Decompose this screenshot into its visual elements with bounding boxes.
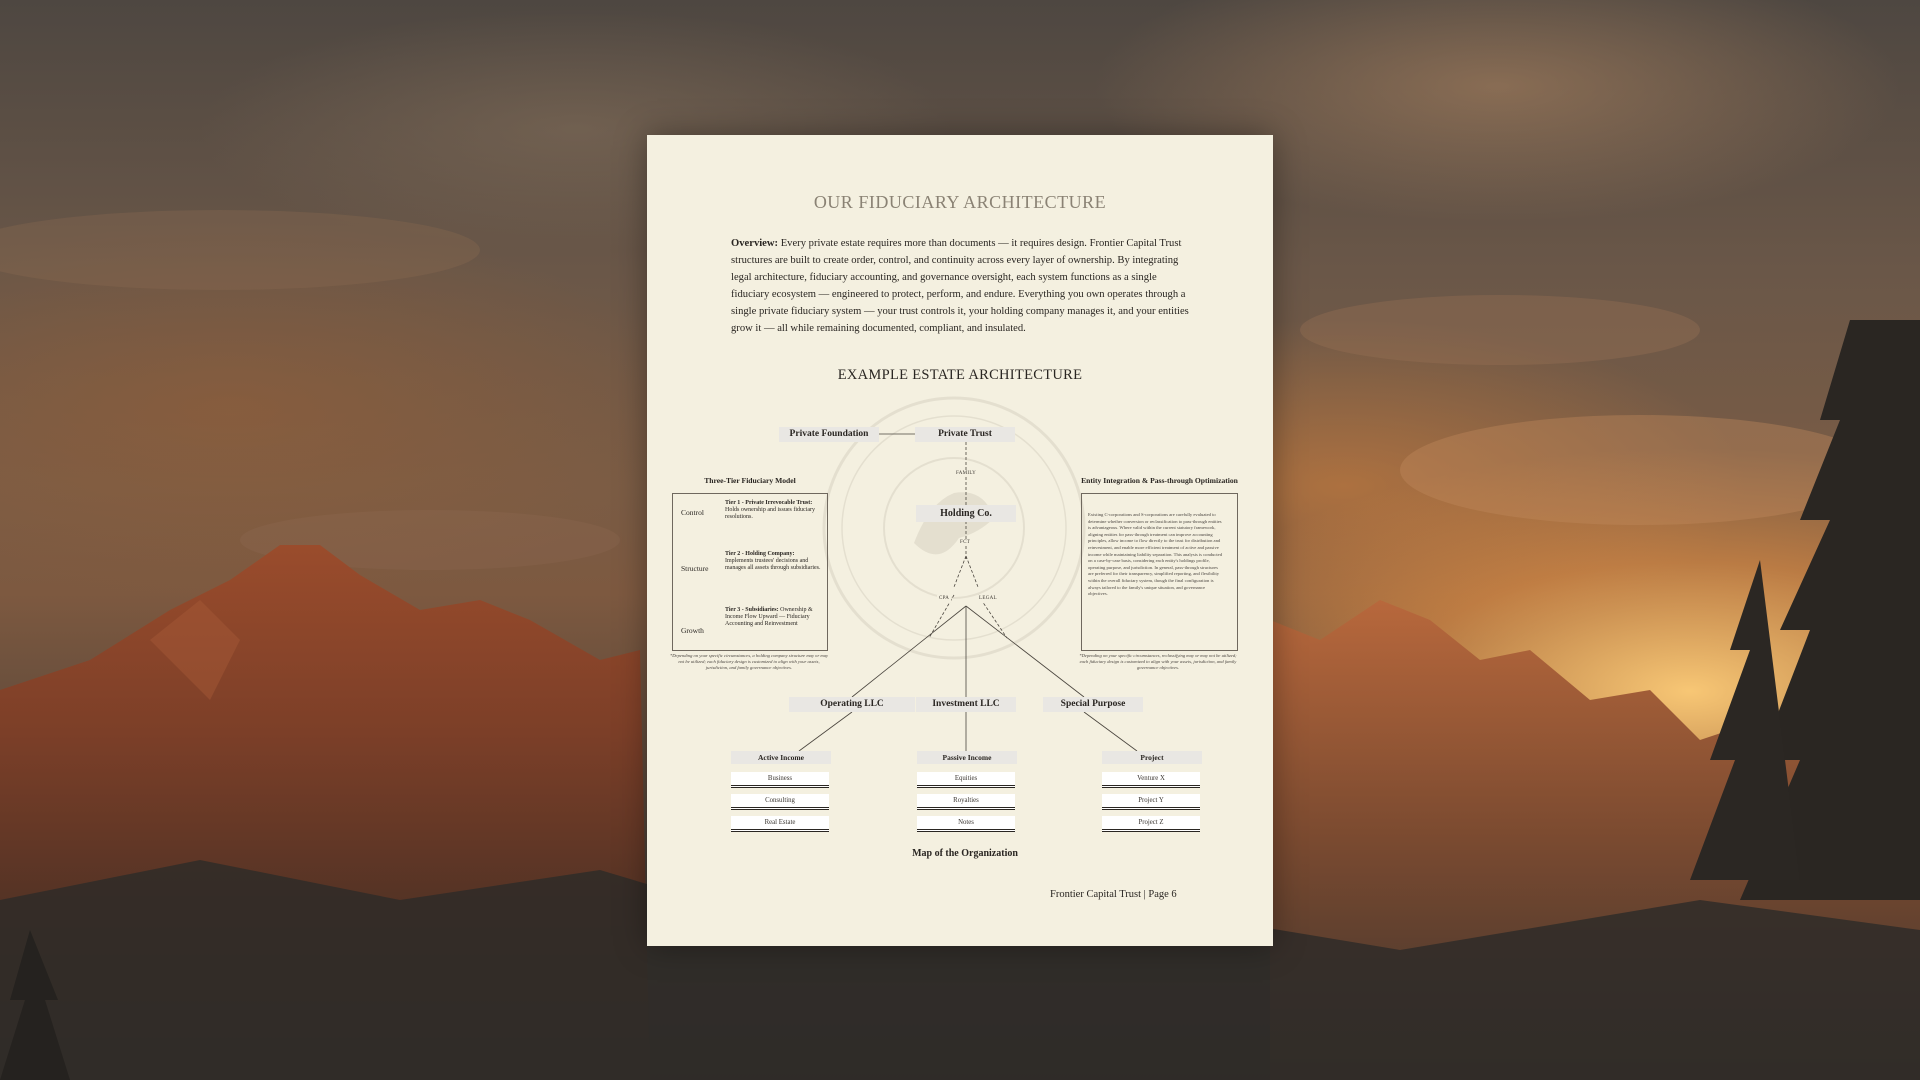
document-title: OUR FIDUCIARY ARCHITECTURE bbox=[813, 192, 1107, 212]
list-item: Business bbox=[731, 772, 829, 788]
diagram-title: EXAMPLE ESTATE ARCHITECTURE bbox=[837, 367, 1083, 383]
tier-2-name: Tier 2 - Holding Company: bbox=[725, 551, 795, 557]
tier-1-desc: Holds ownership and issues fiduciary res… bbox=[725, 507, 815, 520]
tier-model-title: Three-Tier Fiduciary Model bbox=[704, 476, 796, 485]
tier-label-structure: Structure bbox=[681, 564, 709, 573]
holding-co-box: Holding Co. bbox=[916, 505, 1016, 522]
tier-3-desc: Ownership & Income Flow Upward — Fiducia… bbox=[725, 607, 813, 627]
tier-label-control: Control bbox=[681, 508, 704, 517]
document-page: OUR FIDUCIARY ARCHITECTURE Overview: Eve… bbox=[647, 135, 1273, 946]
tier-3-name: Tier 3 - Subsidiaries: bbox=[725, 607, 779, 613]
operating-llc-box: Operating LLC bbox=[789, 697, 915, 712]
private-foundation-box: Private Foundation bbox=[779, 427, 879, 442]
diagram-connectors bbox=[798, 433, 1138, 752]
cpa-label: CPA bbox=[937, 595, 952, 602]
family-label: FAMILY bbox=[954, 470, 979, 477]
tier-footnote: *Depending on your specific circumstance… bbox=[669, 653, 829, 670]
investment-llc-box: Investment LLC bbox=[916, 697, 1016, 712]
integration-footnote: *Depending on your specific circumstance… bbox=[1079, 653, 1237, 670]
list-item: Consulting bbox=[731, 794, 829, 810]
tier-3-text: Tier 3 - Subsidiaries: Ownership & Incom… bbox=[725, 607, 823, 628]
active-income-head: Active Income bbox=[731, 751, 831, 764]
tier-model-box: Control Tier 1 - Private Irrevocable Tru… bbox=[672, 493, 828, 651]
special-purpose-box: Special Purpose bbox=[1043, 697, 1143, 712]
project-head: Project bbox=[1102, 751, 1202, 764]
tier-2-desc: Implements trustees' decisions and manag… bbox=[725, 558, 821, 571]
list-item: Project Y bbox=[1102, 794, 1200, 810]
fct-label: FCT bbox=[958, 539, 973, 546]
overview-text: Every private estate requires more than … bbox=[731, 238, 1189, 334]
legal-label: LEGAL bbox=[977, 595, 999, 602]
list-item: Project Z bbox=[1102, 816, 1200, 832]
private-trust-box: Private Trust bbox=[915, 427, 1015, 442]
overview-paragraph: Overview: Every private estate requires … bbox=[731, 235, 1189, 337]
list-item: Notes bbox=[917, 816, 1015, 832]
passive-income-head: Passive Income bbox=[917, 751, 1017, 764]
integration-box: Existing C-corporations and S-corporatio… bbox=[1081, 493, 1238, 651]
map-title: Map of the Organization bbox=[912, 848, 1018, 859]
list-item: Venture X bbox=[1102, 772, 1200, 788]
tier-1-text: Tier 1 - Private Irrevocable Trust: Hold… bbox=[725, 500, 823, 521]
list-item: Equities bbox=[917, 772, 1015, 788]
overview-label: Overview: bbox=[731, 238, 779, 249]
tier-1-name: Tier 1 - Private Irrevocable Trust: bbox=[725, 500, 813, 506]
tier-label-growth: Growth bbox=[681, 626, 704, 635]
list-item: Royalties bbox=[917, 794, 1015, 810]
integration-title: Entity Integration & Pass-through Optimi… bbox=[1081, 476, 1238, 485]
list-item: Real Estate bbox=[731, 816, 829, 832]
page-footer: Frontier Capital Trust | Page 6 bbox=[1050, 889, 1177, 900]
tier-2-text: Tier 2 - Holding Company: Implements tru… bbox=[725, 551, 823, 572]
integration-text: Existing C-corporations and S-corporatio… bbox=[1088, 512, 1222, 597]
